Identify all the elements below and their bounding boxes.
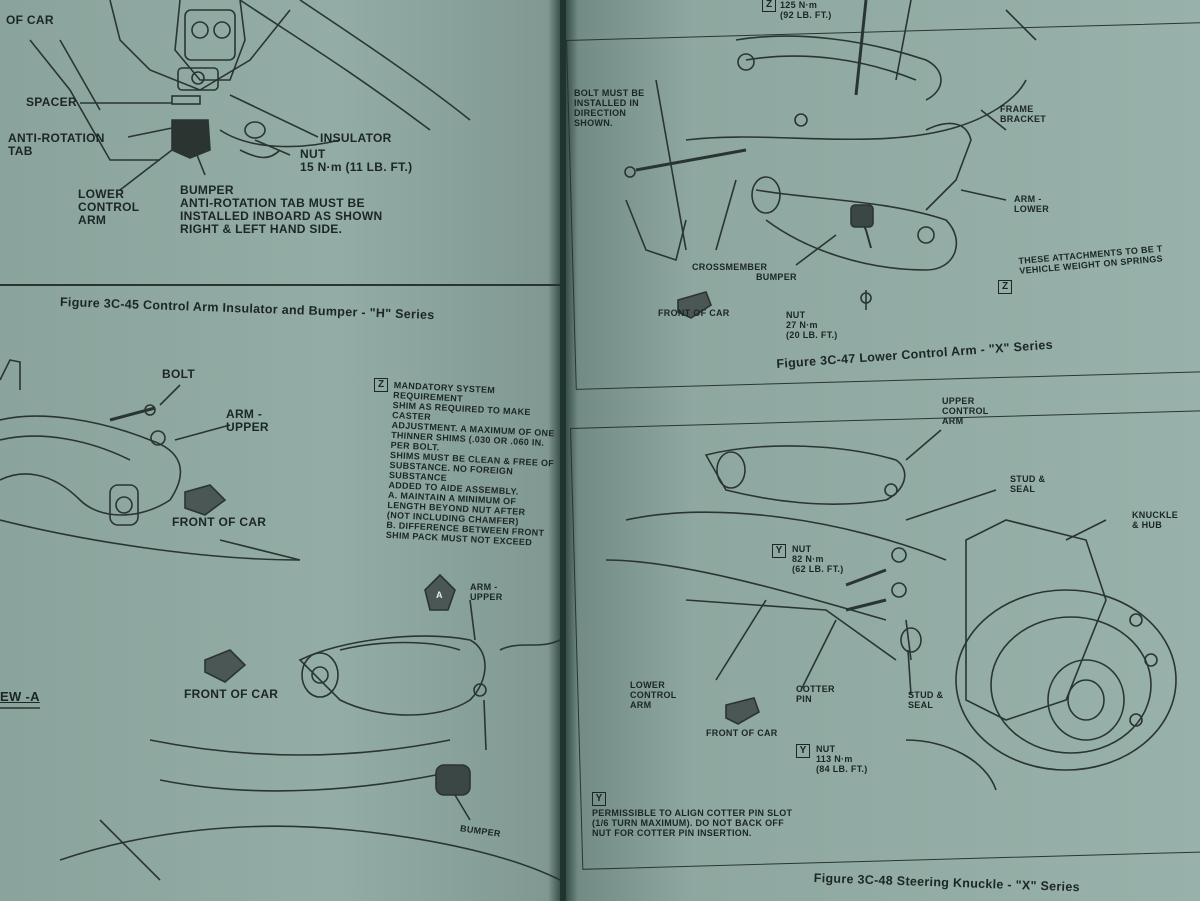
nut-82-label: NUT 82 N·m (62 LB. FT.) bbox=[792, 544, 844, 574]
spacer-label: SPACER bbox=[26, 95, 77, 109]
y-marker-3: Y bbox=[592, 792, 606, 806]
left-top-diagram-drawing bbox=[29, 0, 471, 191]
of-car-label: OF CAR bbox=[6, 13, 54, 27]
y-marker-1: Y bbox=[772, 544, 786, 558]
left-page: OF CAR SPACER ANTI-ROTATION TAB LOWER CO… bbox=[0, 0, 560, 901]
front-of-car-label-48: FRONT OF CAR bbox=[706, 728, 778, 738]
nut-torque-label-47: NUT 27 N·m (20 LB. FT.) bbox=[786, 310, 838, 340]
view-a-marker: A bbox=[436, 590, 443, 600]
z-marker-top: Z bbox=[762, 0, 776, 12]
arm-lower-label: ARM - LOWER bbox=[1014, 194, 1049, 214]
z-marker-47: Z bbox=[998, 280, 1012, 294]
torque-top-label: 125 N·m (92 LB. FT.) bbox=[780, 0, 832, 20]
arm-upper-label: ARM - UPPER bbox=[226, 407, 269, 434]
stud-seal-top-label: STUD & SEAL bbox=[1010, 474, 1046, 494]
knuckle-hub-label: KNUCKLE & HUB bbox=[1132, 510, 1179, 530]
front-of-car-label-2: FRONT OF CAR bbox=[184, 687, 279, 701]
right-page: Z 125 N·m (92 LB. FT.) BOLT MUST BE INST… bbox=[566, 0, 1200, 901]
left-bottom-diagram-drawing bbox=[0, 359, 560, 881]
cotter-pin-label: COTTER PIN bbox=[796, 684, 835, 704]
y-marker-2: Y bbox=[796, 744, 810, 758]
bolt-direction-note: BOLT MUST BE INSTALLED IN DIRECTION SHOW… bbox=[574, 88, 645, 128]
anti-rotation-tab-label: ANTI-ROTATION TAB bbox=[8, 131, 105, 158]
right-page-drawings bbox=[605, 0, 1177, 791]
stud-seal-bottom-label: STUD & SEAL bbox=[908, 690, 944, 710]
bolt-label: BOLT bbox=[162, 367, 195, 381]
lower-control-arm-label: LOWER CONTROL ARM bbox=[78, 187, 140, 227]
cotter-pin-note: PERMISSIBLE TO ALIGN COTTER PIN SLOT (1/… bbox=[592, 808, 793, 838]
book-gutter bbox=[548, 0, 578, 901]
frame-bracket-label: FRAME BRACKET bbox=[1000, 104, 1047, 124]
nut-113-label: NUT 113 N·m (84 LB. FT.) bbox=[816, 744, 868, 774]
view-a-label: EW -A bbox=[0, 689, 40, 704]
front-of-car-label-1: FRONT OF CAR bbox=[172, 515, 267, 529]
upper-control-arm-label: UPPER CONTROL ARM bbox=[942, 396, 989, 426]
lower-control-arm-label-48: LOWER CONTROL ARM bbox=[630, 680, 677, 710]
insulator-label: INSULATOR bbox=[320, 131, 392, 145]
arm-upper-label-2: ARM - UPPER bbox=[470, 582, 503, 602]
bumper-label-47: BUMPER bbox=[756, 272, 797, 282]
front-of-car-label-47: FRONT OF CAR bbox=[658, 308, 730, 318]
nut-torque-label: NUT 15 N·m (11 LB. FT.) bbox=[300, 147, 413, 174]
z-marker-left: Z bbox=[374, 378, 388, 392]
bumper-note: BUMPER ANTI-ROTATION TAB MUST BE INSTALL… bbox=[180, 183, 383, 236]
crossmember-label: CROSSMEMBER bbox=[692, 262, 768, 272]
figure-separator bbox=[0, 284, 560, 286]
mandatory-system-requirement-note: MANDATORY SYSTEM REQUIREMENT SHIM AS REQ… bbox=[385, 380, 555, 548]
